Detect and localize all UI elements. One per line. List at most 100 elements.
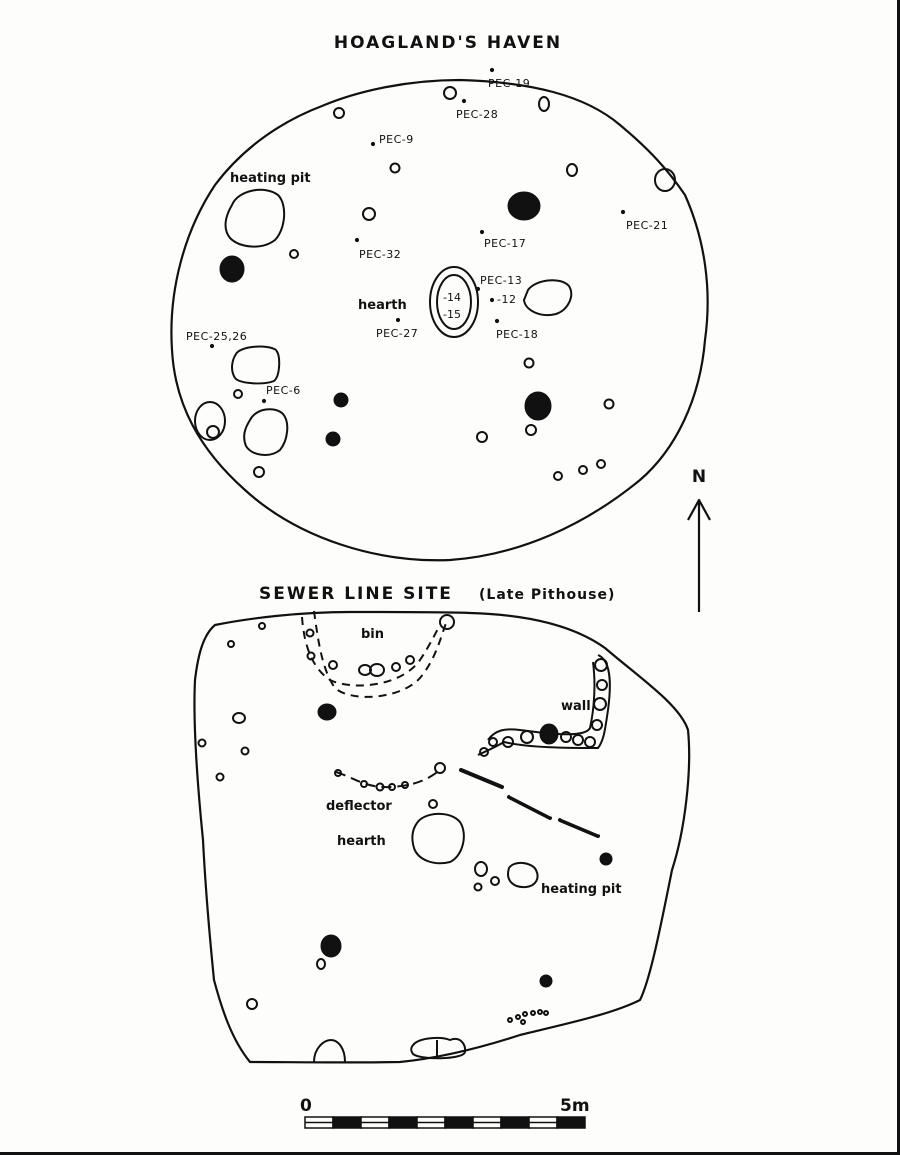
posthole: [439, 614, 455, 630]
trench-segment-gap: [509, 794, 552, 817]
posthole: [428, 799, 438, 809]
posthole: [543, 1010, 549, 1016]
sample-label-pec-25-26: PEC-25,26: [186, 330, 247, 343]
hearth-mark-14: -14: [443, 291, 461, 304]
posthole: [334, 769, 342, 777]
north-arrow-label: N: [692, 467, 708, 487]
posthole-filled: [539, 974, 553, 988]
posthole: [560, 731, 572, 743]
trench-segment: [459, 768, 504, 789]
sewer-subtitle: (Late Pithouse): [479, 587, 615, 603]
sample-label-pec-32: PEC-32: [359, 248, 401, 261]
posthole: [476, 431, 488, 443]
posthole: [538, 96, 550, 112]
trench-segment: [507, 795, 552, 820]
sample-label-12: -12: [497, 293, 516, 306]
sample-dot: [494, 318, 500, 324]
posthole: [572, 734, 584, 746]
sample-label-pec-19: PEC-19: [488, 77, 530, 90]
posthole: [388, 783, 396, 791]
posthole: [232, 712, 246, 724]
posthole: [233, 389, 243, 399]
posthole-filled: [320, 934, 342, 958]
sample-label-pec-28: PEC-28: [456, 108, 498, 121]
posthole: [360, 780, 368, 788]
sample-dot: [261, 398, 267, 404]
posthole: [507, 1017, 513, 1023]
scale-end-label: 5m: [560, 1096, 590, 1116]
posthole: [240, 746, 250, 756]
posthole: [443, 86, 457, 100]
sample-dot: [370, 141, 376, 147]
pit-south-west: [313, 1038, 346, 1063]
posthole: [584, 736, 596, 748]
posthole: [566, 163, 578, 177]
sample-dot: [620, 209, 626, 215]
hearth-inner-ring: [436, 274, 472, 330]
pit-west-rectangular: [231, 345, 281, 385]
posthole: [603, 398, 615, 410]
posthole: [488, 737, 498, 747]
heating-pit-label: heating pit: [230, 171, 311, 186]
pit-wall-east: [654, 168, 676, 192]
posthole: [246, 998, 258, 1010]
hearth-outline: [411, 812, 465, 865]
sample-dot: [489, 67, 495, 73]
posthole: [591, 719, 603, 731]
hoagland-pithouse-outline: [170, 78, 709, 562]
posthole: [520, 1019, 526, 1025]
sample-label-pec-21: PEC-21: [626, 219, 668, 232]
posthole: [391, 662, 401, 672]
posthole: [479, 747, 489, 757]
pit-south-east: [410, 1036, 467, 1060]
posthole: [515, 1014, 521, 1020]
sample-dot: [209, 343, 215, 349]
north-arrow-head: [687, 498, 711, 521]
posthole-filled: [507, 191, 541, 221]
deflector-label: deflector: [326, 799, 392, 814]
sample-dot: [354, 237, 360, 243]
scale-bar: 0 5m: [300, 1096, 590, 1129]
sample-label-pec-6: PEC-6: [266, 384, 301, 397]
pit-wall-west: [194, 401, 226, 441]
posthole: [362, 207, 376, 221]
posthole: [289, 249, 299, 259]
posthole: [197, 738, 207, 748]
posthole: [594, 658, 608, 672]
posthole: [473, 882, 483, 892]
heating-pit-outline: [224, 188, 286, 248]
hearth-outer-ring: [429, 266, 479, 338]
posthole: [525, 424, 537, 436]
heating-pit-label: heating pit: [541, 882, 622, 897]
posthole: [227, 640, 235, 648]
posthole: [530, 1010, 536, 1016]
posthole: [596, 679, 608, 691]
posthole: [474, 861, 488, 877]
posthole-filled: [317, 703, 337, 721]
sample-dot: [395, 317, 401, 323]
posthole: [578, 465, 588, 475]
posthole: [369, 663, 385, 677]
sample-dot: [461, 98, 467, 104]
sewer-pithouse-outline: [193, 610, 691, 1064]
posthole: [502, 736, 514, 748]
sample-label-pec-9: PEC-9: [379, 133, 414, 146]
sample-label-pec-13: PEC-13: [480, 274, 522, 287]
north-arrow: N: [687, 467, 711, 612]
posthole: [405, 655, 415, 665]
sewer-plan: SEWER LINE SITE (Late Pithouse) bin wall: [193, 584, 691, 1064]
posthole: [537, 1009, 543, 1015]
posthole: [306, 651, 316, 661]
bin-label: bin: [361, 627, 384, 642]
sample-dot: [479, 229, 485, 235]
wall-label: wall: [561, 699, 591, 714]
trench-segment-gap: [560, 817, 600, 835]
posthole: [215, 772, 225, 782]
posthole: [333, 107, 345, 119]
sample-dot: [489, 297, 495, 303]
hearth-label: hearth: [337, 834, 386, 849]
posthole: [258, 622, 266, 630]
wall-outline: [477, 654, 611, 756]
